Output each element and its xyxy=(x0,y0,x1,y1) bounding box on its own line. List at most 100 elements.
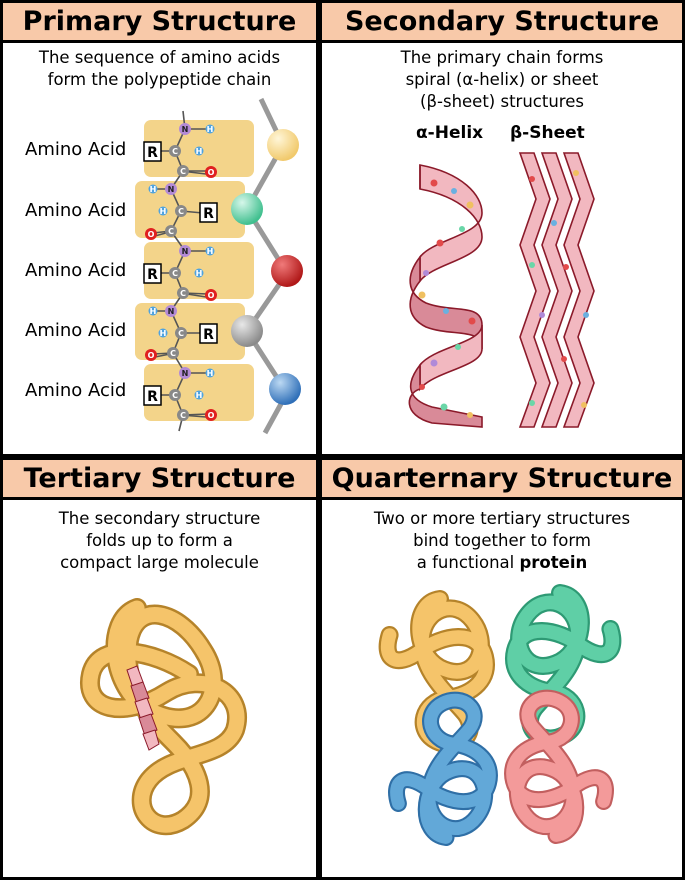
r-group-label: R xyxy=(147,267,158,283)
beta-strand-3 xyxy=(562,152,595,428)
svg-text:O: O xyxy=(148,230,155,239)
beta-sheet-strands xyxy=(518,152,595,428)
r-group-label: R xyxy=(203,327,214,343)
quaternary-protein-illustration xyxy=(322,460,682,877)
primary-desc-line2: form the polypeptide chain xyxy=(47,70,272,89)
r-group-box xyxy=(143,141,162,162)
secondary-structure-description: The primary chain forms spiral (α-helix)… xyxy=(322,47,682,113)
tertiary-fold-illustration xyxy=(80,598,247,836)
quaternary-desc-line3-prefix: a functional xyxy=(416,553,520,572)
r-group-box xyxy=(143,263,162,284)
quaternary-structure-description: Two or more tertiary structures bind tog… xyxy=(322,508,682,574)
beta-strand-1 xyxy=(518,152,551,428)
svg-text:C: C xyxy=(178,207,184,216)
primary-structure-panel: Primary Structure The sequence of amino … xyxy=(3,3,316,454)
svg-text:C: C xyxy=(172,391,178,400)
svg-text:C: C xyxy=(168,227,174,236)
primary-structure-title: Primary Structure xyxy=(22,6,297,37)
amino-acid-5-atoms: N H C C O H xyxy=(169,367,217,421)
secondary-structure-panel: Secondary Structure The primary chain fo… xyxy=(322,3,682,454)
quaternary-structure-title: Quarternary Structure xyxy=(331,463,673,494)
svg-text:C: C xyxy=(180,167,186,176)
r-group-label: R xyxy=(203,206,214,222)
tertiary-desc-line2: folds up to form a xyxy=(86,531,233,550)
svg-text:H: H xyxy=(150,307,157,316)
svg-text:H: H xyxy=(150,185,157,194)
amino-acid-1-atoms: N H C C O H xyxy=(169,123,217,178)
svg-text:O: O xyxy=(208,291,215,300)
amino-bead-yellow xyxy=(267,129,299,161)
alpha-helix-ribbon xyxy=(408,164,483,428)
svg-text:C: C xyxy=(170,349,176,358)
amino-bead-red xyxy=(271,255,303,287)
amino-acid-3-atoms: N H C C O H xyxy=(169,245,217,301)
svg-text:C: C xyxy=(180,289,186,298)
atom-markers: N H C C O H N H C C O H N H xyxy=(145,123,217,421)
amino-acid-label: Amino Acid xyxy=(25,260,127,281)
svg-text:H: H xyxy=(160,329,167,338)
primary-desc-line1: The sequence of amino acids xyxy=(38,48,281,67)
r-group-label: R xyxy=(147,389,158,405)
svg-text:H: H xyxy=(207,247,214,256)
svg-text:N: N xyxy=(182,247,189,256)
svg-text:N: N xyxy=(182,125,189,134)
sheet-residue-dots xyxy=(529,170,589,408)
secondary-desc-line1: The primary chain forms xyxy=(400,48,604,67)
amino-acid-2-atoms: N H C C O H xyxy=(145,183,187,240)
subunit-blue xyxy=(397,700,490,837)
r-group-box xyxy=(199,202,218,223)
tertiary-desc-line1: The secondary structure xyxy=(58,509,261,528)
tertiary-desc-line3: compact large molecule xyxy=(60,553,259,572)
svg-text:O: O xyxy=(208,411,215,420)
svg-text:H: H xyxy=(207,125,214,134)
r-group-label: R xyxy=(147,145,158,161)
svg-text:N: N xyxy=(168,185,175,194)
amino-bead-green xyxy=(231,193,263,225)
primary-structure-header: Primary Structure xyxy=(3,3,316,43)
r-group-box xyxy=(143,385,162,406)
svg-text:H: H xyxy=(196,391,203,400)
secondary-structure-illustration xyxy=(408,152,595,428)
quaternary-structure-panel: Quarternary Structure Two or more tertia… xyxy=(322,460,682,877)
svg-text:C: C xyxy=(172,269,178,278)
svg-text:H: H xyxy=(207,369,214,378)
amino-acid-box xyxy=(135,181,245,238)
subunit-pink xyxy=(513,698,606,835)
quaternary-desc-line2: bind together to form xyxy=(413,531,591,550)
amino-bead-gray xyxy=(231,315,263,347)
beta-strand-2 xyxy=(540,152,573,428)
secondary-desc-line3: (β-sheet) structures xyxy=(420,92,584,111)
amino-acid-chain-illustration: N H C C O H N H C C O H N H xyxy=(135,97,303,435)
alpha-helix-label: α-Helix xyxy=(416,123,484,143)
beta-sheet-label: β-Sheet xyxy=(510,123,585,143)
amino-acid-label: Amino Acid xyxy=(25,139,127,160)
amino-acid-label: Amino Acid xyxy=(25,200,127,221)
amino-acid-box xyxy=(135,303,245,360)
r-group-box xyxy=(199,323,218,344)
quaternary-desc-protein-word: protein xyxy=(519,553,588,572)
svg-text:N: N xyxy=(168,307,175,316)
folded-chain xyxy=(80,598,247,836)
secondary-desc-line2: spiral (α-helix) or sheet xyxy=(405,70,599,89)
amino-acid-label: Amino Acid xyxy=(25,380,127,401)
svg-text:H: H xyxy=(196,147,203,156)
primary-structure-description: The sequence of amino acids form the pol… xyxy=(3,47,316,91)
svg-text:O: O xyxy=(148,351,155,360)
svg-text:C: C xyxy=(180,411,186,420)
svg-text:H: H xyxy=(160,207,167,216)
tertiary-structure-header: Tertiary Structure xyxy=(3,460,316,500)
embedded-helix xyxy=(126,665,160,751)
tertiary-structure-title: Tertiary Structure xyxy=(23,463,296,494)
amino-bead-blue xyxy=(269,373,301,405)
svg-text:C: C xyxy=(178,329,184,338)
svg-text:N: N xyxy=(182,369,189,378)
secondary-structure-header: Secondary Structure xyxy=(322,3,682,43)
svg-text:H: H xyxy=(196,269,203,278)
quaternary-desc-line3: a functional protein xyxy=(322,552,682,574)
quaternary-structure-header: Quarternary Structure xyxy=(322,460,682,500)
quaternary-desc-line1: Two or more tertiary structures xyxy=(373,509,631,528)
helix-residue-dots xyxy=(418,179,476,418)
tertiary-structure-description: The secondary structure folds up to form… xyxy=(3,508,316,574)
amino-acid-label: Amino Acid xyxy=(25,320,127,341)
